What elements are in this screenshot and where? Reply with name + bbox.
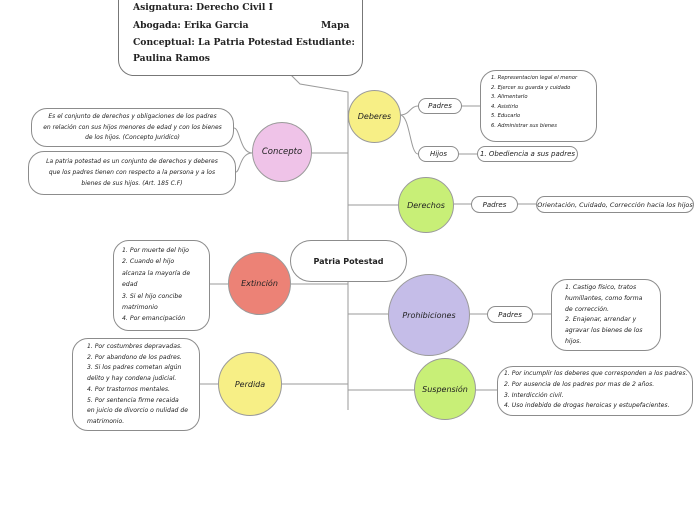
extincion-node[interactable]: Extinción (228, 252, 291, 315)
deberes-padres-pill[interactable]: Padres (418, 98, 462, 114)
prohibiciones-padres-pill[interactable]: Padres (487, 306, 533, 323)
suspension-node-label: Suspensión (422, 384, 468, 394)
concepto-note-line: La patria potestad es un conjunto de der… (46, 158, 218, 165)
concepto-note-line: bienes de sus hijos. (Art. 185 C.F) (81, 180, 183, 187)
concepto-note-line: Es el conjunto de derechos y obligacione… (48, 113, 217, 120)
concepto-note-line: que los padres tienen con respecto a la … (48, 169, 216, 176)
derechos-padres-pill[interactable]: Padres (471, 196, 518, 213)
center-node-label: Patria Potestad (313, 256, 384, 266)
concepto-node[interactable]: Concepto (252, 122, 312, 182)
perdida-node-label: Perdida (234, 379, 266, 389)
suspension-item: 1. Por incumplir los deberes que corresp… (504, 370, 688, 377)
suspension-item: 2. Por ausencia de los padres por mas de… (504, 380, 655, 388)
perdida-item: 1. Por costumbres depravadas. (87, 343, 183, 350)
suspension-list: 1. Por incumplir los deberes que corresp… (497, 366, 693, 416)
extincion-item: 3. Si el hijo concibe (122, 292, 183, 300)
suspension-node[interactable]: Suspensión (414, 358, 476, 420)
prohibiciones-item: agravar los bienes de los (565, 327, 643, 335)
prohibiciones-item: 2. Enajenar, arrendar y (565, 316, 637, 324)
perdida-item: matrimonio. (87, 417, 125, 425)
header-line-3: Conceptual: La Patria Potestad Estudiant… (133, 37, 355, 48)
prohibiciones-list: 1. Castigo físico, tratos humillantes, c… (551, 279, 661, 351)
derechos-node-label: Derechos (407, 200, 445, 210)
deberes-padres-list: 1. Representacion legal el menor 2. Ejer… (480, 70, 597, 142)
suspension-item: 3. Interdicción civil. (504, 391, 564, 399)
extincion-item: 4. Por emancipación (122, 315, 186, 323)
deberes-hijos-pill[interactable]: Hijos (418, 146, 459, 162)
header-line-1: Asignatura: Derecho Civil I (133, 2, 273, 13)
concepto-note-articulo: La patria potestad es un conjunto de der… (28, 151, 236, 195)
perdida-node[interactable]: Perdida (218, 352, 282, 416)
perdida-item: 4. Por trastornos mentales. (87, 385, 170, 393)
deberes-hijos-item: 1. Obediencia a sus padres (477, 146, 578, 162)
deberes-hijos-text: 1. Obediencia a sus padres (479, 150, 576, 158)
extincion-item: matrimonio (122, 304, 158, 312)
deberes-item: 5. Educarlo (491, 113, 521, 120)
header-line-2-right: Mapa (321, 20, 350, 31)
deberes-padres-label: Padres (428, 102, 452, 110)
center-node[interactable]: Patria Potestad (290, 240, 407, 282)
derechos-node[interactable]: Derechos (398, 177, 454, 233)
extincion-item: 2. Cuando el hijo (122, 258, 175, 266)
prohibiciones-item: hijos. (565, 337, 582, 345)
concepto-note-juridico: Es el conjunto de derechos y obligacione… (31, 108, 234, 147)
header-line-4: Paulina Ramos (133, 53, 210, 64)
extincion-item: edad (122, 281, 138, 289)
perdida-item: 2. Por abandono de los padres. (87, 353, 182, 361)
deberes-item: 4. Asistirlo (491, 103, 519, 110)
concepto-node-label: Concepto (261, 147, 303, 157)
derechos-item-text: Orientación, Cuidado, Corrección hacia l… (537, 200, 693, 209)
perdida-item: 5. Por sentencia firme recaida (87, 396, 179, 404)
deberes-item: 1. Representacion legal el menor (491, 75, 578, 81)
extincion-node-label: Extinción (241, 279, 278, 288)
concepto-note-line: en relación con sus hijos menores de eda… (43, 123, 222, 131)
perdida-item: en juicio de divorcio o nulidad de (87, 407, 188, 415)
prohibiciones-item: 1. Castigo físico, tratos (565, 284, 637, 291)
deberes-node-label: Deberes (357, 112, 392, 121)
deberes-node[interactable]: Deberes (348, 90, 401, 143)
perdida-item: 3. Si los padres cometan algún (87, 364, 182, 372)
prohibiciones-item: humillantes, como forma (565, 294, 643, 302)
header-line-2: Abogada: Erika Garcia (133, 20, 249, 31)
deberes-item: 6. Administrar sus bienes (491, 122, 557, 129)
prohibiciones-node-label: Prohibiciones (402, 310, 456, 320)
perdida-list: 1. Por costumbres depravadas. 2. Por aba… (72, 338, 200, 431)
deberes-item: 3. Alimentarlo (491, 94, 528, 101)
prohibiciones-padres-label: Padres (498, 310, 522, 319)
perdida-item: delito y hay condena judicial. (87, 375, 177, 383)
extincion-item: alcanza la mayoría de (122, 269, 191, 277)
derechos-item: Orientación, Cuidado, Corrección hacia l… (536, 196, 694, 213)
derechos-padres-label: Padres (482, 200, 507, 209)
suspension-item: 4. Uso indebido de drogas heroicas y est… (504, 402, 670, 410)
extincion-item: 1. Por muerte del hijo (122, 247, 189, 254)
extincion-list: 1. Por muerte del hijo 2. Cuando el hijo… (113, 240, 210, 331)
prohibiciones-node[interactable]: Prohibiciones (388, 274, 470, 356)
concepto-note-line: de los hijos. (Concepto Juridico) (85, 134, 180, 141)
deberes-item: 2. Ejercer su guarda y cuidado (491, 84, 571, 91)
deberes-hijos-label: Hijos (429, 150, 448, 158)
title-box: Asignatura: Derecho Civil I Abogada: Eri… (118, 0, 363, 76)
prohibiciones-item: de corrección. (565, 305, 609, 313)
